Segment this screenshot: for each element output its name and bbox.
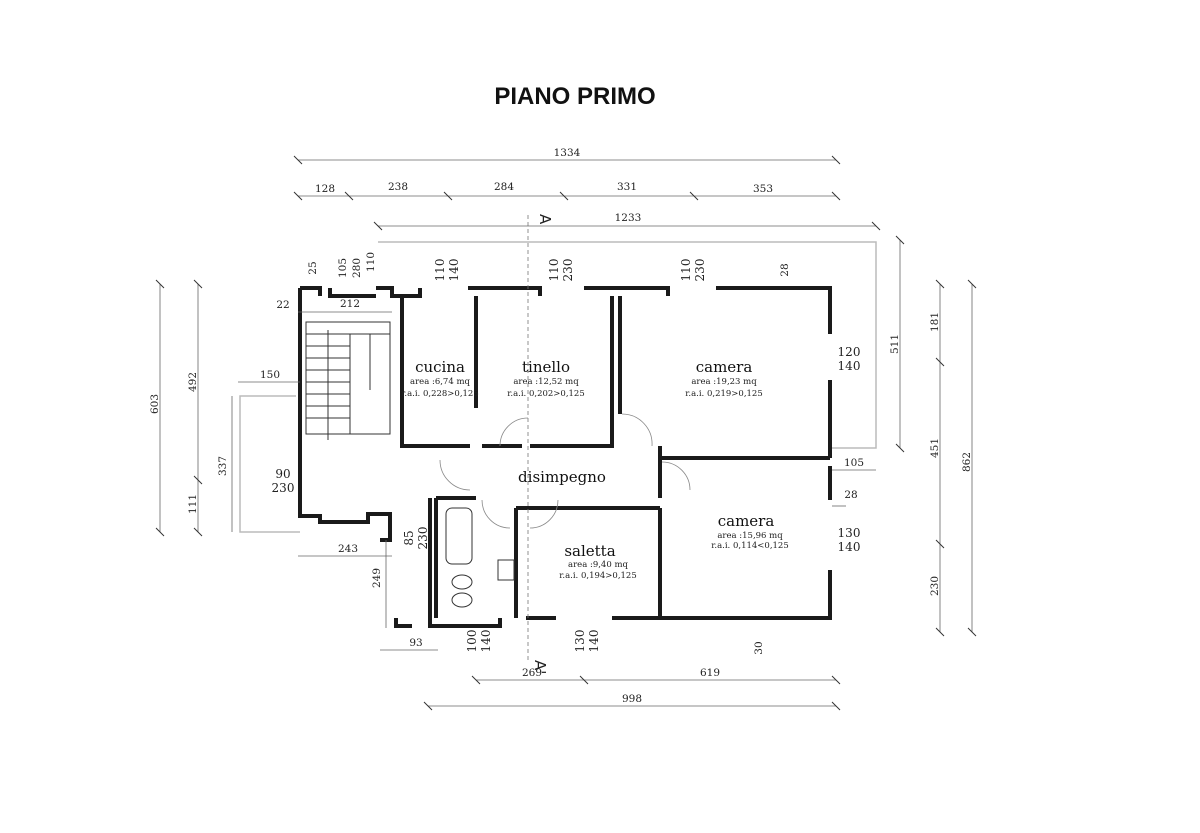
room-disimpegno: disimpegno xyxy=(518,468,606,486)
room-rai: r.a.i. 0,219>0,125 xyxy=(685,389,763,399)
dim-label: 140 xyxy=(587,630,601,653)
dim-label: 105 xyxy=(844,457,864,469)
room-area: area :6,74 mq xyxy=(410,377,470,387)
room-camera-1: camera area :19,23 mq r.a.i. 0,219>0,125 xyxy=(685,358,763,399)
balcony-outline xyxy=(239,395,300,533)
dim-label: 28 xyxy=(779,263,791,276)
dim-label: 130 xyxy=(573,630,587,653)
dim-label: 110 xyxy=(679,259,693,282)
dim-label: 280 xyxy=(351,258,363,278)
dim-label: 140 xyxy=(447,259,461,282)
terrace-outline xyxy=(378,241,877,449)
dim-label: 230 xyxy=(693,259,707,282)
dim-label: 140 xyxy=(838,359,861,373)
room-name: tinello xyxy=(522,358,570,376)
dim-label: 93 xyxy=(409,637,422,649)
room-name: disimpegno xyxy=(518,468,606,486)
dim-label: 22 xyxy=(276,299,289,311)
dim-label: 284 xyxy=(494,181,514,193)
dim-label: 110 xyxy=(365,252,377,272)
room-name: camera xyxy=(696,358,753,376)
walls xyxy=(298,286,832,628)
dim-label: 230 xyxy=(561,259,575,282)
section-label-bottom: A' xyxy=(531,660,549,674)
room-rai: r.a.i. 0,228>0,125 xyxy=(401,389,479,399)
bathroom-fixtures xyxy=(445,507,515,608)
dim-label: 353 xyxy=(753,183,773,195)
dim-label: 140 xyxy=(479,630,493,653)
dim-label: 230 xyxy=(272,481,295,495)
room-area: area :12,52 mq xyxy=(513,377,579,387)
dim-label: 998 xyxy=(622,693,642,705)
dim-label: 150 xyxy=(260,369,280,381)
dim-label: 140 xyxy=(838,540,861,554)
dim-label: 451 xyxy=(929,438,941,458)
room-name: camera xyxy=(718,512,775,530)
plan-title: PIANO PRIMO xyxy=(494,83,655,110)
room-area: area :19,23 mq xyxy=(691,377,757,387)
dim-label: 331 xyxy=(617,181,637,193)
dim-label: 212 xyxy=(340,298,360,310)
dim-label: 110 xyxy=(433,259,447,282)
dim-label: 128 xyxy=(315,183,335,195)
room-tinello: tinello area :12,52 mq r.a.i. 0,202>0,12… xyxy=(507,358,585,399)
dim-label: 249 xyxy=(371,568,383,588)
dim-label: 25 xyxy=(307,261,319,274)
dim-label: 90 xyxy=(275,467,290,481)
dim-label: 105 xyxy=(337,258,349,278)
room-name: cucina xyxy=(415,358,465,376)
dim-label: 120 xyxy=(838,345,861,359)
room-rai: r.a.i. 0,114<0,125 xyxy=(711,541,789,551)
dim-label: 110 xyxy=(547,259,561,282)
dim-label: 619 xyxy=(700,667,720,679)
dim-label: 111 xyxy=(187,494,199,514)
room-area: area :15,96 mq xyxy=(717,531,783,541)
dim-label: 269 xyxy=(522,667,542,679)
dim-label: 243 xyxy=(338,543,358,555)
dim-label: 181 xyxy=(929,312,941,332)
dim-label: 1233 xyxy=(615,212,642,224)
room-cucina: cucina area :6,74 mq r.a.i. 0,228>0,125 xyxy=(401,358,479,399)
dim-label: 85 xyxy=(402,530,416,545)
dim-label: 492 xyxy=(187,372,199,392)
dim-label: 862 xyxy=(961,452,973,472)
room-rai: r.a.i. 0,194>0,125 xyxy=(559,571,637,581)
dimension-lines xyxy=(155,155,977,711)
dim-label: 511 xyxy=(889,334,901,354)
dim-label: 603 xyxy=(149,394,161,414)
room-rai: r.a.i. 0,202>0,125 xyxy=(507,389,585,399)
dim-label: 238 xyxy=(388,181,408,193)
room-camera-2: camera area :15,96 mq r.a.i. 0,114<0,125 xyxy=(711,512,789,551)
room-area: area :9,40 mq xyxy=(568,560,628,570)
dim-label: 130 xyxy=(838,526,861,540)
dim-label: 230 xyxy=(929,576,941,596)
room-name: saletta xyxy=(564,542,615,560)
dim-label: 337 xyxy=(217,456,229,476)
dim-label: 30 xyxy=(753,641,765,654)
dim-label: 1334 xyxy=(554,147,581,159)
dim-label: 230 xyxy=(416,527,430,550)
dimension-labels: 1334 128 238 284 331 353 1233 25 105 280… xyxy=(149,147,973,705)
room-saletta: saletta area :9,40 mq r.a.i. 0,194>0,125 xyxy=(559,542,637,581)
dim-label: 100 xyxy=(465,630,479,653)
dim-label: 28 xyxy=(844,489,857,501)
door-arcs xyxy=(439,413,691,529)
section-label-top: A xyxy=(536,214,554,225)
staircase xyxy=(305,321,391,440)
